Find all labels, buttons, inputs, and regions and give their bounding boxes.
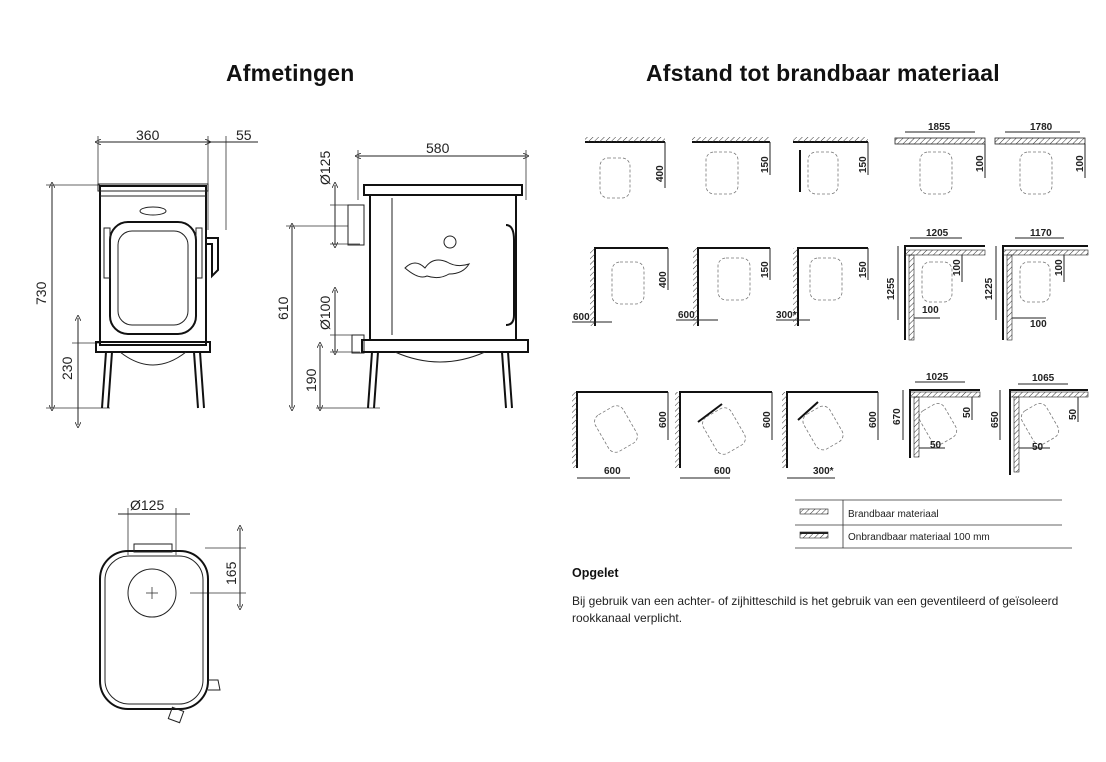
- clearance-row1-item3: 150: [793, 137, 869, 195]
- svg-text:600: 600: [658, 411, 669, 428]
- svg-text:600: 600: [573, 312, 590, 323]
- clearance-row2-item1: 400 600: [572, 247, 669, 326]
- top-view: Ø125 165: [99, 497, 246, 724]
- clearance-row1-item4: 1855 100: [894, 122, 986, 195]
- dim-top-flue-diameter: Ø125: [130, 497, 164, 513]
- clearance-row3-item5: 1065 50 650 50: [990, 373, 1089, 475]
- svg-text:600: 600: [604, 466, 621, 477]
- svg-text:100: 100: [1075, 155, 1086, 172]
- svg-text:1780: 1780: [1030, 122, 1053, 133]
- svg-text:100: 100: [1030, 319, 1047, 330]
- dim-handle-offset: 55: [236, 127, 252, 143]
- legend-combustible: Brandbaar materiaal: [848, 509, 939, 520]
- dim-depth: 580: [426, 140, 450, 156]
- svg-text:600: 600: [762, 411, 773, 428]
- front-view: 360 55 730 230: [33, 127, 258, 425]
- title-clearance: Afstand tot brandbaar materiaal: [646, 60, 1000, 86]
- clearance-row1-item5: 1780 100: [994, 122, 1086, 195]
- svg-text:400: 400: [655, 165, 666, 182]
- dim-air-inlet-diameter: Ø100: [317, 296, 333, 330]
- svg-text:600: 600: [714, 466, 731, 477]
- svg-text:150: 150: [858, 156, 869, 173]
- svg-text:400: 400: [658, 271, 669, 288]
- combustible-swatch: [799, 508, 829, 515]
- clearance-row2-item5: 1170 100 1225 100: [984, 228, 1089, 341]
- clearance-row3-item2: 600 600: [675, 391, 773, 479]
- dim-air-inlet-height: 190: [303, 368, 319, 392]
- svg-text:1225: 1225: [984, 277, 995, 300]
- dim-total-height: 730: [33, 281, 49, 305]
- dim-flue-height: 610: [275, 296, 291, 320]
- svg-text:150: 150: [760, 261, 771, 278]
- note-text: Bij gebruik van een achter- of zijhittes…: [572, 594, 1059, 625]
- svg-text:50: 50: [962, 406, 973, 418]
- svg-text:100: 100: [1054, 259, 1065, 276]
- svg-text:1170: 1170: [1030, 228, 1052, 239]
- svg-text:50: 50: [1032, 442, 1044, 453]
- svg-text:1855: 1855: [928, 122, 951, 133]
- dim-leg-height: 230: [59, 356, 75, 380]
- svg-text:1065: 1065: [1032, 373, 1055, 384]
- clearance-row2-item2: 150 600: [676, 247, 771, 326]
- clearance-row1-item2: 150: [692, 137, 771, 195]
- side-view: 580 Ø125 610 Ø100 190: [275, 140, 529, 408]
- svg-text:1025: 1025: [926, 372, 949, 383]
- non-combustible-swatch: [799, 531, 829, 539]
- svg-text:600: 600: [678, 310, 695, 321]
- svg-text:300*: 300*: [776, 310, 797, 321]
- clearance-row2-item4: 1205 100 1255 100: [886, 228, 986, 341]
- svg-text:1205: 1205: [926, 228, 949, 239]
- note-title: Opgelet: [572, 566, 619, 580]
- svg-text:1255: 1255: [886, 277, 897, 300]
- title-dimensions: Afmetingen: [226, 60, 355, 86]
- clearance-row3-item1: 600 600: [572, 391, 669, 479]
- svg-text:300*: 300*: [813, 466, 834, 477]
- legend: Brandbaar materiaal Onbrandbaar materiaa…: [795, 499, 1072, 549]
- svg-text:50: 50: [930, 440, 942, 451]
- svg-text:670: 670: [892, 408, 903, 425]
- svg-text:100: 100: [975, 155, 986, 172]
- svg-text:650: 650: [990, 411, 1001, 428]
- clearance-row1-item1: 400: [585, 137, 666, 199]
- svg-text:100: 100: [922, 305, 939, 316]
- dim-flue-offset: 165: [223, 561, 239, 585]
- legend-non-combustible: Onbrandbaar materiaal 100 mm: [848, 532, 990, 543]
- svg-text:600: 600: [868, 411, 879, 428]
- svg-text:150: 150: [760, 156, 771, 173]
- svg-text:50: 50: [1068, 408, 1079, 420]
- clearance-row3-item3: 600 300*: [782, 391, 879, 479]
- dim-width: 360: [136, 127, 160, 143]
- clearance-row2-item3: 150 300*: [776, 247, 869, 326]
- svg-text:150: 150: [858, 261, 869, 278]
- clearance-row3-item4: 1025 50 670 50: [892, 372, 981, 458]
- svg-text:100: 100: [952, 259, 963, 276]
- clearance-diagrams: 400 150 150 1855 100 1780: [572, 122, 1089, 479]
- dim-flue-diameter: Ø125: [317, 151, 333, 185]
